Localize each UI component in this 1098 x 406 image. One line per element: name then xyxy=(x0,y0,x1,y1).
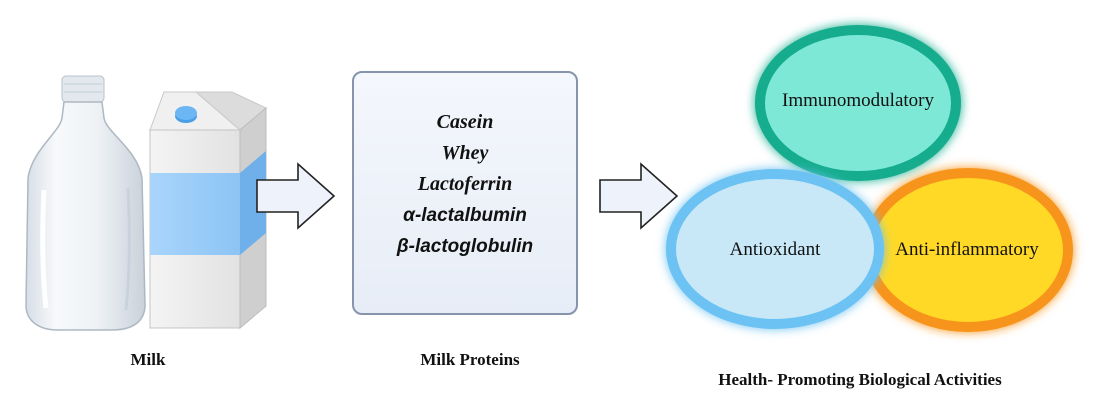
protein-lactoferrin: Lactoferrin xyxy=(417,173,513,195)
arrow-right-icon xyxy=(256,162,336,230)
protein-whey: Whey xyxy=(441,142,489,164)
milk-carton-icon xyxy=(148,91,268,330)
milk-proteins-caption: Milk Proteins xyxy=(420,350,520,369)
activities-caption: Health- Promoting Biological Activities xyxy=(718,370,1002,389)
bubble-immunomodulatory xyxy=(755,25,961,181)
milk-caption: Milk xyxy=(130,350,166,369)
protein-beta-lactoglobulin: β-lactoglobulin xyxy=(396,236,534,257)
label-anti-inflammatory: Anti-inflammatory xyxy=(895,239,1039,260)
milk-proteins-box: Casein Whey Lactoferrin α-lactalbumin β-… xyxy=(352,71,578,315)
arrow-right-icon xyxy=(599,162,679,230)
protein-list: Casein Whey Lactoferrin α-lactalbumin β-… xyxy=(354,107,576,262)
label-immunomodulatory: Immunomodulatory xyxy=(782,90,934,111)
bubble-antioxidant xyxy=(666,169,884,329)
milk-bottle-icon xyxy=(25,75,146,331)
activity-bubbles xyxy=(666,25,1073,332)
protein-casein: Casein xyxy=(436,111,494,133)
label-antioxidant: Antioxidant xyxy=(729,239,821,260)
milk-illustration xyxy=(25,75,268,331)
protein-alpha-lactalbumin: α-lactalbumin xyxy=(403,205,527,226)
